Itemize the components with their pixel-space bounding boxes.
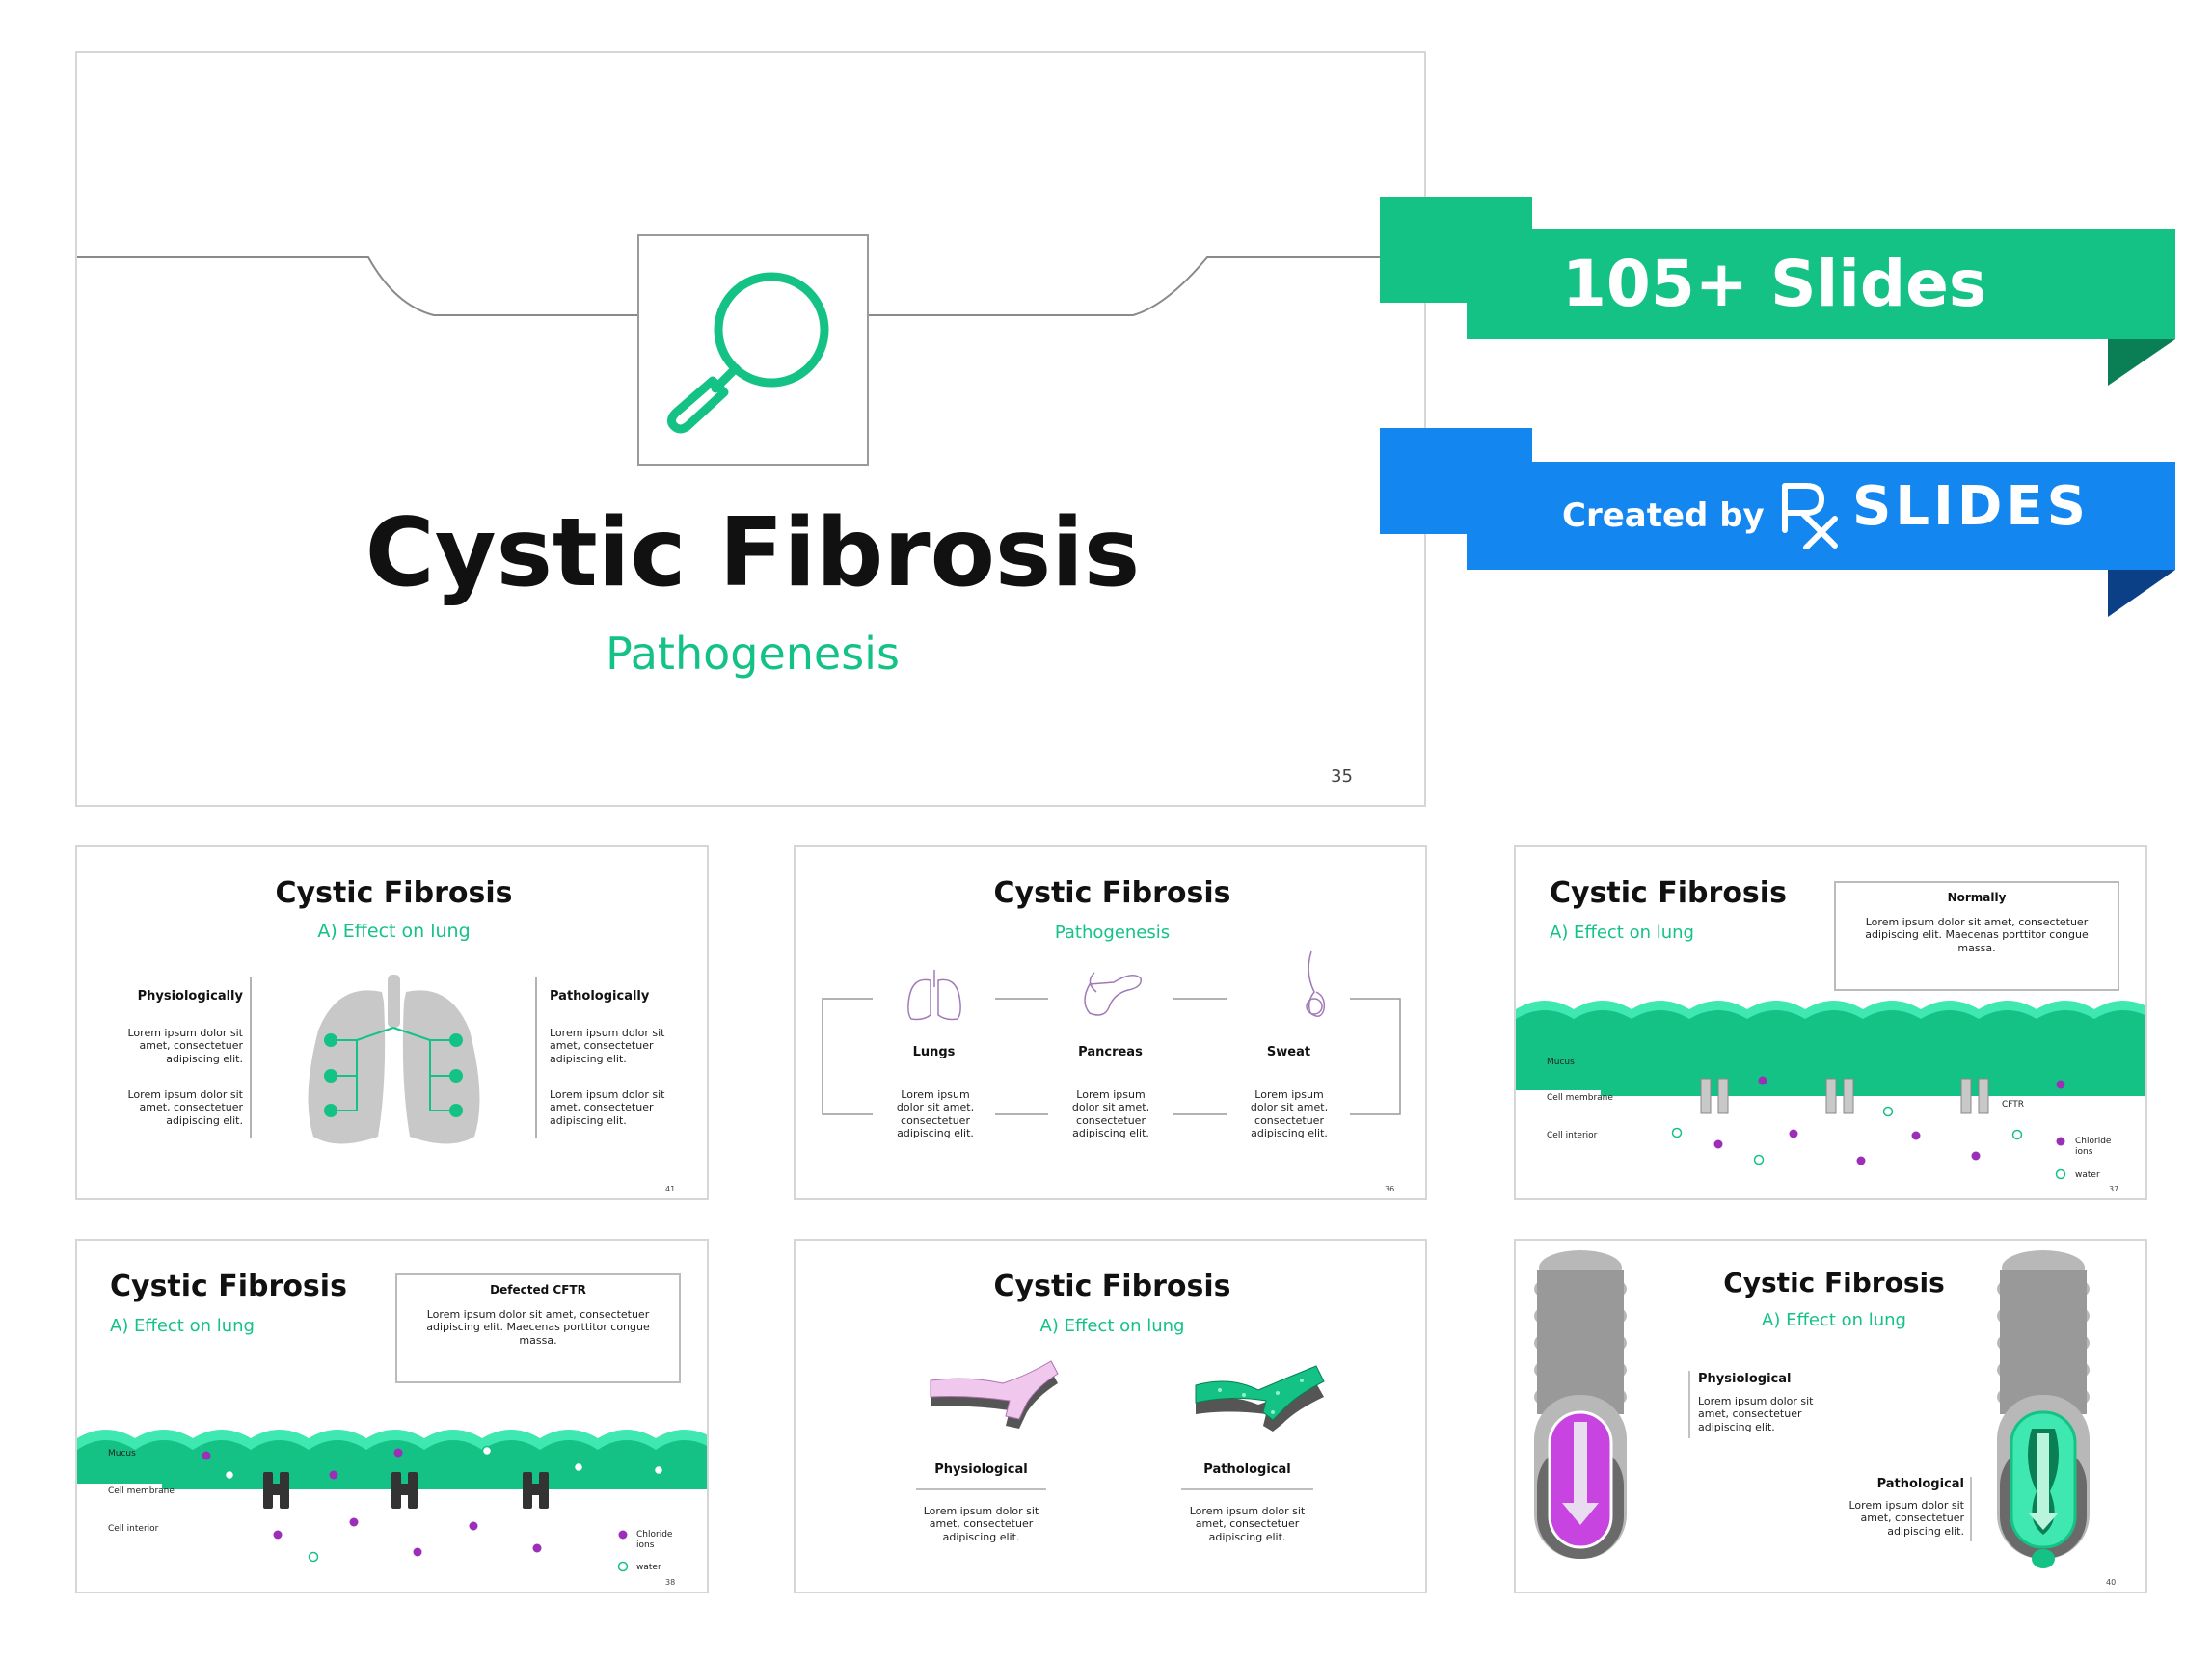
hero-subtitle: Pathogenesis (606, 628, 900, 680)
left-text-1: Lorem ipsum dolor sit amet, consectetuer… (127, 1027, 244, 1065)
mucus-label: Mucus (1547, 1058, 1575, 1067)
organs-diagram (822, 950, 1401, 1115)
cell-interior-label: Cell interior (108, 1524, 159, 1534)
left-text-2: Lorem ipsum dolor sit amet, consectetuer… (127, 1088, 244, 1127)
slide-subtitle: A) Effect on lung (1550, 923, 1694, 943)
organ-label-sweat: Sweat (1266, 1045, 1311, 1059)
slides-count-label: 105+ Slides (1562, 247, 1987, 321)
slide-title: Cystic Fibrosis (993, 1270, 1231, 1303)
slide-subtitle: Pathogenesis (1054, 923, 1171, 943)
cell-interior-label: Cell interior (1547, 1131, 1598, 1140)
pathological-text: Lorem ipsum dolor sit amet, consectetuer… (1848, 1499, 1965, 1538)
rx-logo-mark (1782, 483, 1838, 549)
thumb-slide-40[interactable]: Cystic Fibrosis A) Effect on lung Physio… (1514, 1239, 2147, 1593)
cell-membrane-label: Cell membrane (108, 1486, 175, 1496)
physiological-heading: Physiological (1698, 1372, 1792, 1386)
cell-membrane-diagram-defected (77, 1430, 707, 1592)
page-number: 36 (1385, 1185, 1395, 1193)
slide-title: Cystic Fibrosis (110, 1270, 347, 1303)
magnifier-icon-box (637, 234, 869, 466)
organ-text-sweat: Lorem ipsum dolor sit amet, consectetuer… (1250, 1088, 1329, 1140)
physiological-heading: Physiological (934, 1462, 1028, 1477)
page-number: 41 (665, 1185, 676, 1193)
defected-cftr-info-box: Defected CFTR Lorem ipsum dolor sit amet… (395, 1273, 681, 1383)
legend-chloride-ions: Chloride ions (636, 1530, 673, 1550)
cftr-label: CFTR (2002, 1100, 2025, 1110)
page-number: 38 (665, 1578, 676, 1587)
pathological-heading: Pathological (1203, 1462, 1291, 1477)
pancreas-icon (1084, 972, 1142, 1016)
slide-subtitle: A) Effect on lung (1762, 1310, 1906, 1330)
thumb-slide-37[interactable]: Cystic Fibrosis A) Effect on lung Normal… (1514, 845, 2147, 1200)
pathological-heading: Pathological (1876, 1477, 1964, 1491)
physiological-text: Lorem ipsum dolor sit amet, consectetuer… (1698, 1395, 1814, 1433)
sweat-gland-icon (1306, 950, 1326, 1017)
legend-water: water (2075, 1170, 2100, 1180)
box-heading: Normally (1947, 891, 2007, 904)
hero-title: Cystic Fibrosis (364, 498, 1141, 608)
pathologically-heading: Pathologically (550, 989, 650, 1004)
slide-title: Cystic Fibrosis (1723, 1267, 1945, 1299)
normally-info-box: Normally Lorem ipsum dolor sit amet, con… (1834, 881, 2119, 991)
cell-membrane-label: Cell membrane (1547, 1093, 1613, 1103)
thumb-slide-36[interactable]: Cystic Fibrosis Pathogenesis Lungs (794, 845, 1427, 1200)
legend-water: water (636, 1563, 661, 1572)
slide-title: Cystic Fibrosis (993, 876, 1231, 910)
created-by-label: Created by (1562, 496, 1765, 535)
pathological-text: Lorem ipsum dolor sit amet, consectetuer… (1189, 1505, 1306, 1543)
cell-membrane-diagram-normal (1516, 1001, 2145, 1198)
slide-subtitle: A) Effect on lung (110, 1316, 255, 1336)
organ-text-lungs: Lorem ipsum dolor sit amet, consectetuer… (896, 1088, 975, 1140)
rx-slides-logo: SLIDES (1777, 480, 2115, 549)
rx-logo-wordmark: SLIDES (1852, 475, 2090, 538)
right-text-1: Lorem ipsum dolor sit amet, consectetuer… (550, 1027, 665, 1065)
organ-label-pancreas: Pancreas (1078, 1045, 1143, 1059)
bronchi-illustration (916, 1360, 1325, 1490)
right-text-2: Lorem ipsum dolor sit amet, consectetuer… (550, 1088, 665, 1127)
page-number: 35 (1331, 766, 1353, 787)
lungs-icon (907, 970, 961, 1021)
physiological-text: Lorem ipsum dolor sit amet, consectetuer… (923, 1505, 1039, 1543)
organ-text-pancreas: Lorem ipsum dolor sit amet, consectetuer… (1071, 1088, 1150, 1140)
lungs-illustration (250, 975, 537, 1144)
slide-title: Cystic Fibrosis (275, 876, 513, 910)
box-text: Lorem ipsum dolor sit amet, consectetuer… (426, 1308, 650, 1347)
mucus-label: Mucus (108, 1449, 136, 1459)
legend-chloride-ions: Chloride ions (2075, 1137, 2112, 1157)
page-number: 40 (2106, 1578, 2117, 1587)
thumb-slide-41[interactable]: Cystic Fibrosis A) Effect on lung Physio… (75, 845, 709, 1200)
hero-slide[interactable]: Cystic Fibrosis Pathogenesis 35 (75, 51, 1426, 807)
thumb-slide-38[interactable]: Cystic Fibrosis A) Effect on lung Defect… (75, 1239, 709, 1593)
box-text: Lorem ipsum dolor sit amet, consectetuer… (1865, 916, 2089, 954)
airway-tubes-illustration (1534, 1250, 2090, 1568)
hero-connector-lines (77, 256, 1424, 316)
physiologically-heading: Physiologically (137, 989, 243, 1004)
magnifier-icon (666, 272, 829, 434)
slide-subtitle: A) Effect on lung (317, 921, 471, 942)
slide-subtitle: A) Effect on lung (1039, 1316, 1185, 1336)
page-number: 37 (2109, 1185, 2119, 1193)
box-heading: Defected CFTR (490, 1283, 586, 1297)
organ-label-lungs: Lungs (912, 1045, 956, 1059)
thumb-slide-airways[interactable]: Cystic Fibrosis A) Effect on lung Physio… (794, 1239, 1427, 1593)
slide-title: Cystic Fibrosis (1550, 876, 1787, 910)
